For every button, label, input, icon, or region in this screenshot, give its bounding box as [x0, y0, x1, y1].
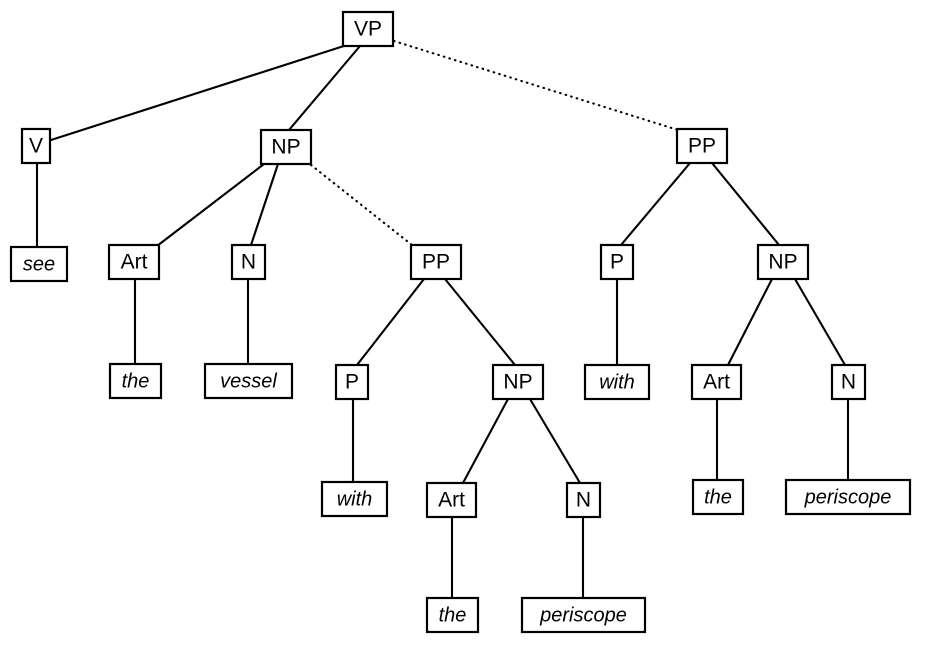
tree-node-np_mid[interactable]: NP	[491, 363, 545, 401]
node-label-art_the1: Art	[121, 251, 148, 274]
tree-edge-np_right-to-art_the3	[726, 277, 774, 367]
tree-node-art_the1[interactable]: Art	[107, 243, 161, 281]
node-label-leaf_the2: the	[439, 604, 467, 626]
node-label-leaf_vessel: vessel	[220, 370, 277, 392]
node-label-v_see: V	[29, 135, 43, 158]
node-label-leaf_the1: the	[122, 370, 150, 392]
tree-edge-vp_root-to-np_vessel	[287, 44, 362, 132]
tree-edge-pp_mid-to-p_with_mid	[355, 277, 426, 367]
node-label-leaf_peri_right: periscope	[804, 486, 892, 508]
tree-node-leaf_vessel[interactable]: vessel	[203, 362, 294, 400]
node-box-np_right	[756, 243, 810, 281]
node-label-pp_mid: PP	[422, 251, 450, 274]
tree-edge-vp_root-to-v_see	[49, 43, 349, 142]
tree-edge-np_vessel-to-n_vessel	[249, 162, 280, 247]
tree-node-leaf_peri_right[interactable]: periscope	[784, 478, 912, 516]
tree-edge-pp_right-to-np_right	[710, 161, 781, 247]
tree-node-leaf_with_right[interactable]: with	[583, 363, 651, 401]
node-box-pp_right	[675, 127, 729, 165]
node-box-leaf_peri_mid	[520, 596, 647, 634]
tree-edge-np_vessel-to-pp_mid	[309, 163, 414, 247]
node-label-art_the3: Art	[703, 371, 730, 394]
node-label-art_the2: Art	[438, 489, 465, 512]
tree-node-leaf_the1[interactable]: the	[108, 362, 163, 400]
tree-node-leaf_see[interactable]: see	[9, 245, 69, 283]
tree-node-n_peri_right[interactable]: N	[830, 363, 867, 401]
node-box-art_the1	[107, 243, 161, 281]
node-label-leaf_the3: the	[704, 486, 732, 508]
node-box-art_the3	[690, 363, 743, 401]
node-box-leaf_peri_right	[784, 478, 912, 516]
tree-node-art_the3[interactable]: Art	[690, 363, 743, 401]
node-box-leaf_with_mid	[320, 480, 389, 518]
tree-node-n_vessel[interactable]: N	[230, 243, 267, 281]
node-label-vp_root: VP	[354, 18, 382, 41]
node-box-leaf_with_right	[583, 363, 651, 401]
node-box-p_with_right	[599, 243, 635, 281]
node-label-np_mid: NP	[503, 371, 532, 394]
node-label-n_vessel: N	[241, 251, 256, 274]
node-label-np_vessel: NP	[271, 136, 300, 159]
tree-edge-np_right-to-n_peri_right	[793, 277, 847, 367]
node-box-leaf_see	[9, 245, 69, 283]
node-box-n_vessel	[230, 243, 267, 281]
tree-node-leaf_peri_mid[interactable]: periscope	[520, 596, 647, 634]
tree-node-p_with_mid[interactable]: P	[334, 363, 370, 401]
node-box-np_mid	[491, 363, 545, 401]
tree-node-p_with_right[interactable]: P	[599, 243, 635, 281]
tree-edge-np_mid-to-n_peri_mid	[528, 397, 582, 485]
node-box-n_peri_right	[830, 363, 867, 401]
node-box-pp_mid	[409, 243, 463, 281]
node-label-np_right: NP	[768, 251, 797, 274]
node-box-p_with_mid	[334, 363, 370, 401]
tree-node-pp_right[interactable]: PP	[675, 127, 729, 165]
node-label-leaf_peri_mid: periscope	[539, 604, 627, 626]
node-label-p_with_right: P	[610, 251, 624, 274]
tree-node-leaf_the2[interactable]: the	[425, 596, 480, 634]
node-box-art_the2	[425, 481, 478, 519]
node-box-n_peri_mid	[565, 481, 602, 519]
node-box-leaf_the2	[425, 596, 480, 634]
tree-node-art_the2[interactable]: Art	[425, 481, 478, 519]
node-layer: VPVseeNPArttheNvesselPPPwithNPArttheNper…	[9, 10, 912, 634]
node-label-leaf_see: see	[23, 253, 55, 275]
tree-node-v_see[interactable]: V	[20, 127, 52, 165]
edge-layer	[35, 39, 850, 600]
tree-edge-vp_root-to-pp_right	[392, 39, 680, 132]
node-label-leaf_with_mid: with	[337, 488, 373, 510]
tree-node-n_peri_mid[interactable]: N	[565, 481, 602, 519]
node-box-leaf_the1	[108, 362, 163, 400]
tree-node-np_right[interactable]: NP	[756, 243, 810, 281]
tree-edge-np_vessel-to-art_the1	[155, 162, 266, 248]
node-box-v_see	[20, 127, 52, 165]
node-label-leaf_with_right: with	[599, 371, 635, 393]
node-box-leaf_vessel	[203, 362, 294, 400]
tree-node-np_vessel[interactable]: NP	[259, 128, 313, 166]
tree-node-leaf_the3[interactable]: the	[691, 478, 745, 516]
tree-node-vp_root[interactable]: VP	[341, 10, 395, 48]
node-box-vp_root	[341, 10, 395, 48]
node-label-n_peri_right: N	[841, 371, 856, 394]
node-box-leaf_the3	[691, 478, 745, 516]
node-box-np_vessel	[259, 128, 313, 166]
tree-edge-pp_mid-to-np_mid	[443, 277, 517, 367]
node-label-p_with_mid: P	[345, 371, 359, 394]
node-label-pp_right: PP	[688, 135, 716, 158]
tree-edge-np_mid-to-art_the2	[461, 397, 510, 485]
tree-node-leaf_with_mid[interactable]: with	[320, 480, 389, 518]
node-label-n_peri_mid: N	[576, 489, 591, 512]
tree-node-pp_mid[interactable]: PP	[409, 243, 463, 281]
tree-edge-pp_right-to-p_with_right	[619, 161, 692, 247]
